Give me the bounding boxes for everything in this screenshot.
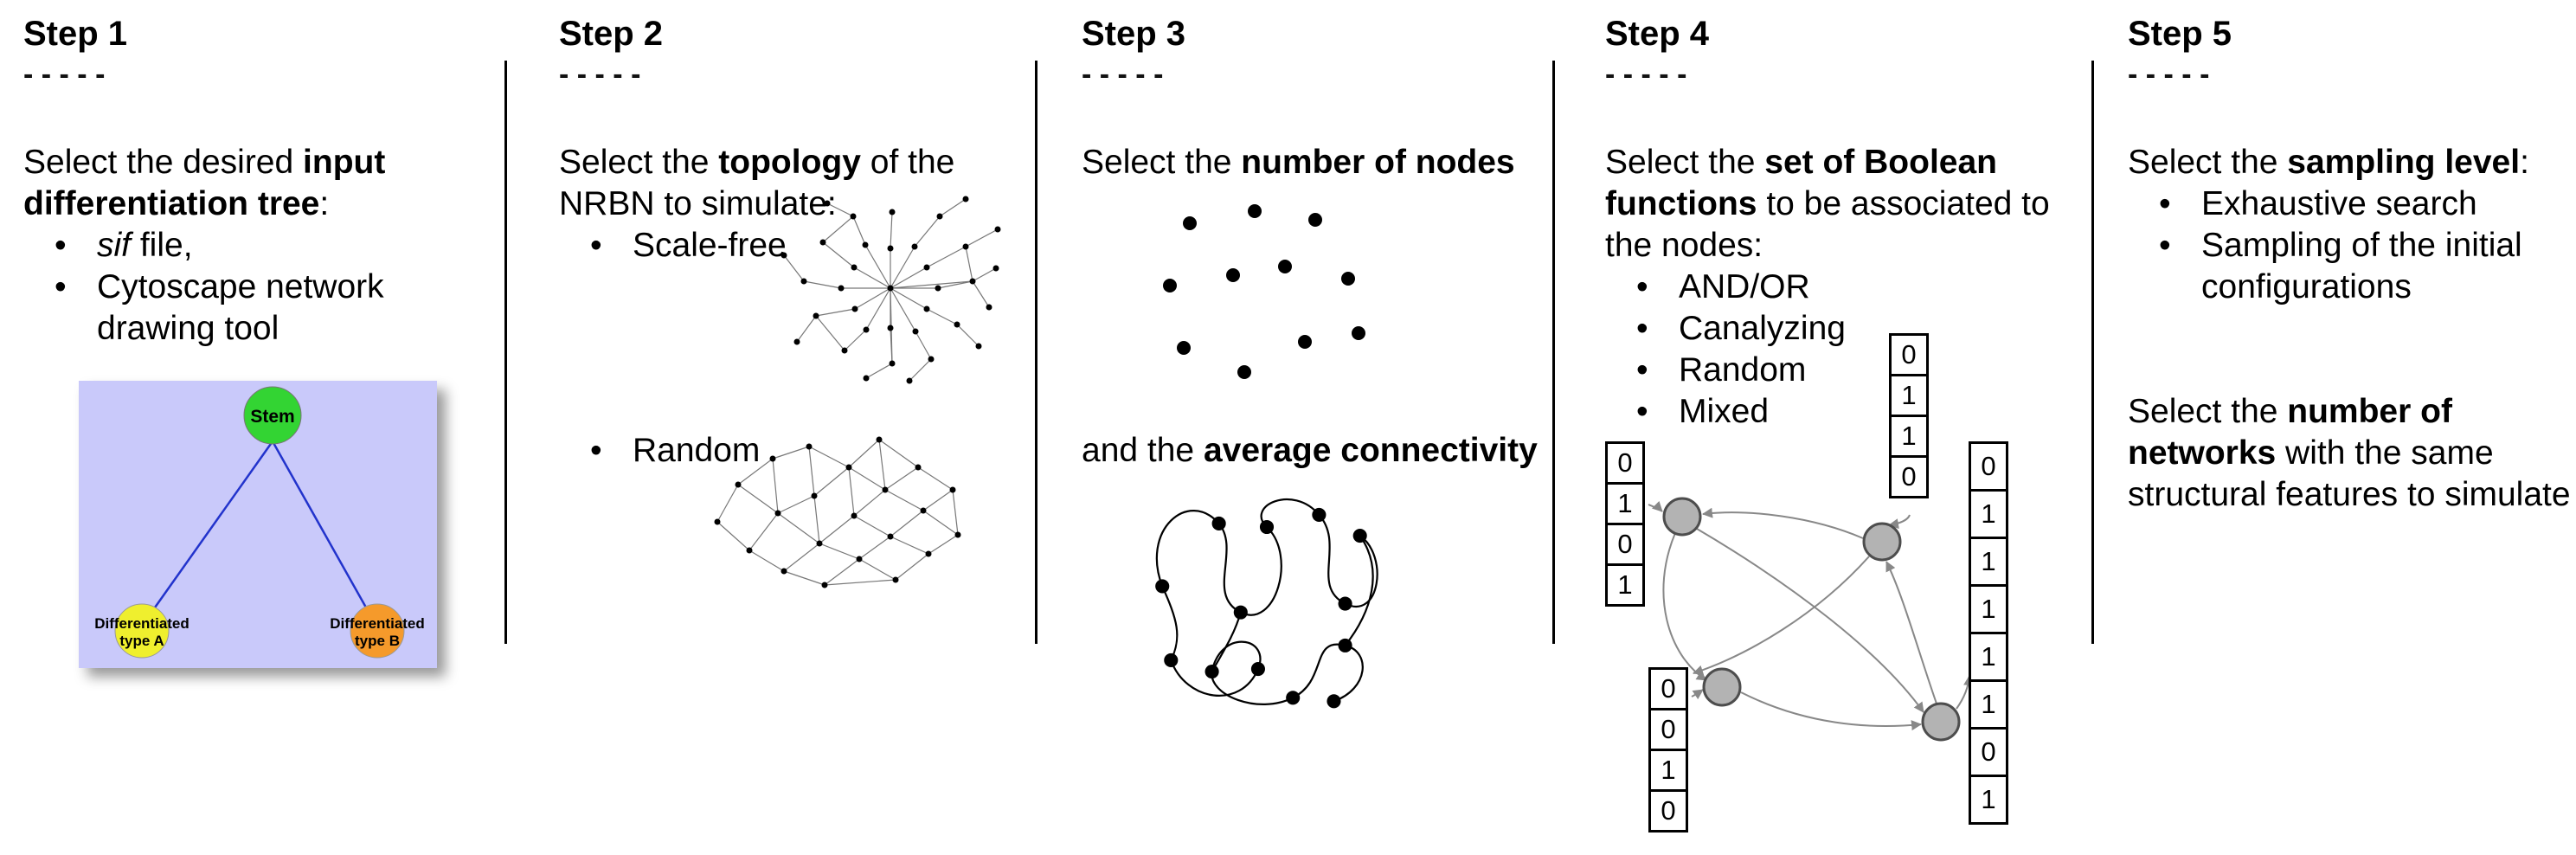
truth-table-left: 0 1 0 1 bbox=[1605, 441, 1645, 607]
step2-title: Step 2 bbox=[559, 15, 664, 53]
stem-label: Stem bbox=[250, 407, 294, 427]
stem-node bbox=[243, 386, 302, 445]
arrow-node-c-to-d bbox=[1740, 691, 1922, 731]
table-cell: 1 bbox=[1969, 584, 2008, 634]
tangle-curve bbox=[1344, 535, 1374, 646]
table-cell: 1 bbox=[1605, 482, 1645, 525]
step4-intro: Select the set of Boolean functions to b… bbox=[1605, 144, 2050, 264]
table-cell: 0 bbox=[1648, 667, 1688, 710]
arrow-node-a-to-c bbox=[1662, 532, 1707, 681]
step5-intro: Select the sampling level: bbox=[2128, 144, 2529, 181]
table-cell: 1 bbox=[1969, 775, 2008, 825]
truth-table-right: 0 1 1 1 1 1 0 1 bbox=[1969, 441, 2008, 825]
bullet-item: Canalyzing bbox=[1605, 308, 2077, 350]
column-divider bbox=[1552, 61, 1555, 644]
step1-title: Step 1 bbox=[23, 15, 128, 53]
step4-title: Step 4 bbox=[1605, 15, 1710, 53]
table-cell: 1 bbox=[1969, 489, 2008, 539]
boolean-network-svg bbox=[1648, 497, 1975, 742]
type-a-node bbox=[114, 603, 170, 659]
table-cell: 0 bbox=[1889, 455, 1929, 498]
step2-column: Step 2 - - - - - Select the topology of … bbox=[559, 0, 1009, 851]
column-divider bbox=[504, 61, 507, 644]
differentiation-tree-image: Stem Differentiated type A Differentiate… bbox=[79, 381, 437, 668]
table-cell: 1 bbox=[1889, 374, 1929, 417]
bullet-item: Random bbox=[559, 430, 1009, 472]
table-cell: 1 bbox=[1648, 749, 1688, 792]
arrow-toptable-to-node bbox=[1888, 514, 1911, 530]
type-b-label-line1: Differentiated bbox=[330, 615, 425, 632]
bullet-item: sif file, bbox=[23, 225, 491, 267]
network-node-c bbox=[1702, 667, 1742, 707]
table-cell: 1 bbox=[1889, 415, 1929, 458]
type-a-label-line1: Differentiated bbox=[94, 615, 190, 632]
boolean-network-graphic: 0 1 1 0 0 1 0 1 0 0 1 0 0 1 1 1 1 1 0 1 bbox=[1605, 333, 2090, 851]
truth-table-top: 0 1 1 0 bbox=[1889, 333, 1929, 498]
arrow-node-b-to-bottomtable bbox=[1693, 556, 1870, 676]
tangle-curve bbox=[1161, 585, 1179, 661]
network-node-b bbox=[1862, 522, 1902, 562]
step1-dashes: - - - - - bbox=[23, 58, 106, 91]
arrow-node-a-to-d bbox=[1696, 528, 1924, 713]
type-b-label-line2: type B bbox=[355, 633, 400, 649]
step2-bullet-list-2: Random bbox=[559, 430, 1009, 472]
scale-free-network-image bbox=[762, 186, 1013, 398]
step4-bullet-list: AND/OR Canalyzing Random Mixed bbox=[1605, 267, 2077, 433]
nodes-dots-image bbox=[1151, 199, 1384, 411]
step3-title: Step 3 bbox=[1082, 15, 1186, 53]
type-a-label-line2: type A bbox=[119, 633, 164, 649]
step3-line2: and the average connectivity bbox=[1082, 432, 1538, 469]
step3-line1: Select the number of nodes bbox=[1082, 144, 1515, 181]
step2-bullet-list: Scale-free bbox=[559, 225, 1009, 267]
truth-table-bottom-left: 0 0 1 0 bbox=[1648, 667, 1688, 832]
bullet-item: Sampling of the initial configurations bbox=[2128, 225, 2573, 308]
step3-column: Step 3 - - - - - Select the number of no… bbox=[1082, 0, 1549, 851]
table-cell: 1 bbox=[1605, 563, 1645, 607]
tree-branch-left bbox=[153, 440, 274, 608]
table-cell: 1 bbox=[1969, 632, 2008, 682]
bullet-item: AND/OR bbox=[1605, 267, 2077, 308]
step1-column: Step 1 - - - - - Select the desired inpu… bbox=[23, 0, 491, 851]
table-cell: 1 bbox=[1969, 537, 2008, 587]
table-cell: 0 bbox=[1605, 441, 1645, 485]
column-divider bbox=[2091, 61, 2094, 644]
network-node-a bbox=[1662, 497, 1702, 537]
step2-dashes: - - - - - bbox=[559, 58, 641, 91]
arrow-node-d-to-b bbox=[1885, 561, 1937, 704]
step4-column: Step 4 - - - - - Select the set of Boole… bbox=[1605, 0, 2077, 851]
tree-branch-right bbox=[271, 440, 368, 608]
bullet-item: Mixed bbox=[1605, 391, 2077, 433]
arrow-node-d-to-righttable bbox=[1956, 675, 1975, 710]
table-cell: 0 bbox=[1889, 333, 1929, 376]
step3-dashes: - - - - - bbox=[1082, 58, 1164, 91]
step4-dashes: - - - - - bbox=[1605, 58, 1687, 91]
bullet-item: Cytoscape network drawing tool bbox=[23, 267, 491, 350]
table-cell: 0 bbox=[1648, 789, 1688, 832]
arrow-node-b-to-a bbox=[1702, 507, 1864, 539]
step5-title: Step 5 bbox=[2128, 15, 2232, 53]
connectivity-tangle-image bbox=[1132, 472, 1402, 723]
random-network-image bbox=[702, 414, 994, 608]
arrow-lefttable-to-node-a bbox=[1648, 500, 1663, 512]
table-cell: 0 bbox=[1605, 523, 1645, 566]
step2-intro: Select the topology of the NRBN to simul… bbox=[559, 144, 955, 222]
arrow-bottomtable-to-node-c bbox=[1691, 689, 1704, 700]
network-node-d bbox=[1921, 702, 1961, 742]
column-divider bbox=[1035, 61, 1037, 644]
step5-networks-text: Select the number of networks with the s… bbox=[2128, 393, 2571, 513]
bullet-item: Exhaustive search bbox=[2128, 183, 2573, 225]
type-b-node bbox=[350, 603, 405, 659]
table-cell: 0 bbox=[1969, 441, 2008, 492]
step5-bullet-list: Exhaustive search Sampling of the initia… bbox=[2128, 183, 2573, 308]
bullet-item: Random bbox=[1605, 350, 2077, 391]
step1-intro: Select the desired input differentiation… bbox=[23, 144, 386, 222]
bullet-item: Scale-free bbox=[559, 225, 1009, 267]
step5-dashes: - - - - - bbox=[2128, 58, 2210, 91]
table-cell: 0 bbox=[1648, 708, 1688, 751]
table-cell: 1 bbox=[1969, 679, 2008, 730]
step5-column: Step 5 - - - - - Select the sampling lev… bbox=[2128, 0, 2573, 851]
step1-bullet-list: sif file, Cytoscape network drawing tool bbox=[23, 225, 491, 350]
table-cell: 0 bbox=[1969, 727, 2008, 777]
